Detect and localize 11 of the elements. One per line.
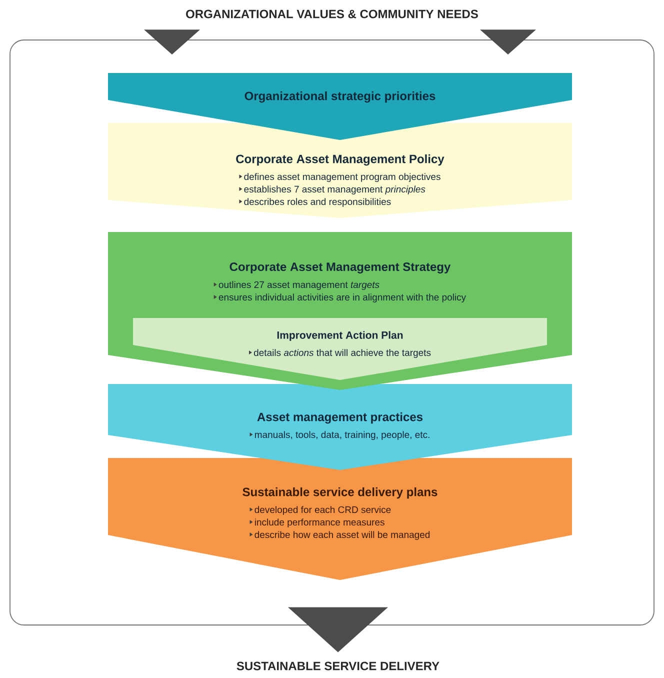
chevron-band: Organizational strategic priorities <box>108 73 572 140</box>
heading: ORGANIZATIONAL VALUES & COMMUNITY NEEDS <box>186 10 478 18</box>
arrow <box>288 607 388 652</box>
chevron-band: Asset management practices manuals, tools, data, training, people, etc. <box>108 384 572 470</box>
arrow <box>144 30 200 55</box>
heading: SUSTAINABLE SERVICE DELIVERY <box>236 662 440 670</box>
chevron-band: Improvement Action Plan details actions that will achieve the targets <box>133 318 547 380</box>
arrow <box>480 30 536 55</box>
chevron-band: Sustainable service delivery plans developed for each CRD service include performance measures describe how each asset will be managed <box>108 458 572 580</box>
chevron-band: Corporate Asset Management Policy defines asset management program objectives establishes 7 asset management principles describes roles and responsibilities <box>108 123 572 218</box>
frame <box>10 40 654 626</box>
